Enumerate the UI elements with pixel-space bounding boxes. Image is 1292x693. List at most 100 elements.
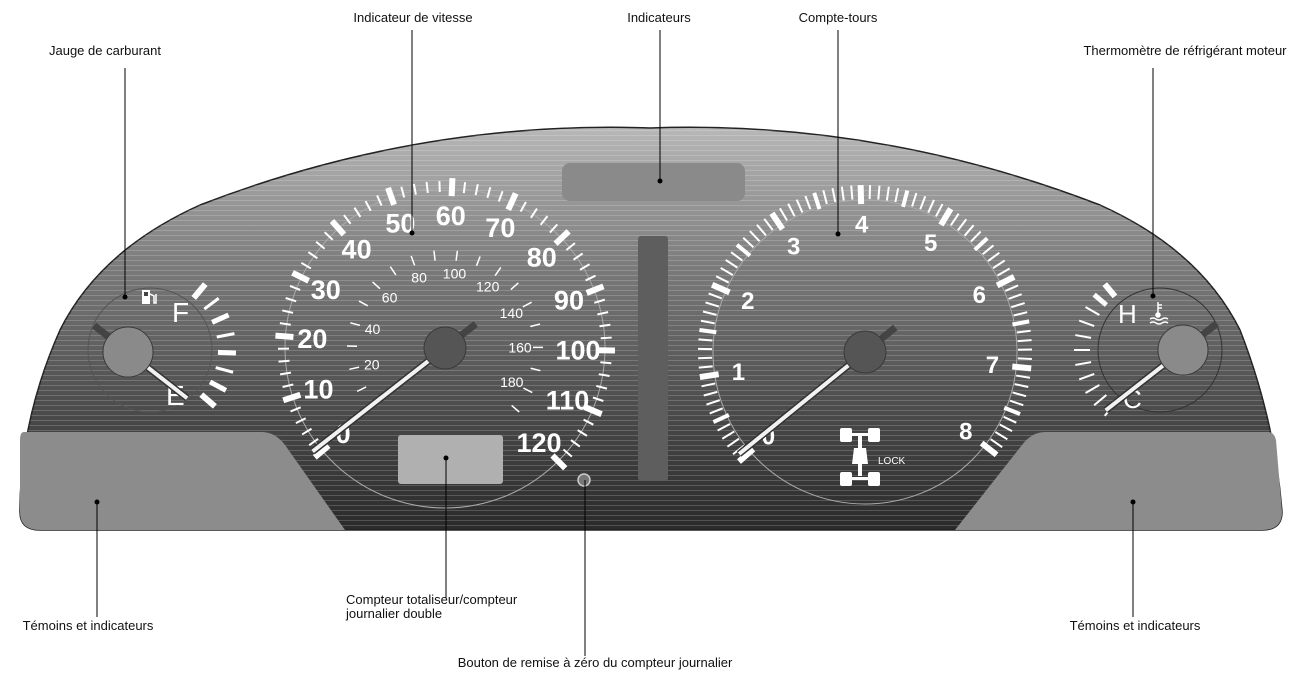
tach-minor-tick bbox=[911, 192, 918, 207]
speed-mph-label: 80 bbox=[527, 242, 557, 272]
speed-major-tick bbox=[553, 229, 571, 246]
tach-major-tick bbox=[736, 446, 756, 464]
tach-minor-tick bbox=[804, 195, 812, 210]
tach-minor-tick bbox=[919, 195, 927, 210]
callout-trip-reset: Bouton de remise à zéro du compteur jour… bbox=[458, 480, 733, 670]
tachometer-needle bbox=[736, 324, 898, 457]
speed-mph-label: 70 bbox=[485, 213, 515, 243]
tach-minor-tick bbox=[1003, 405, 1021, 416]
speed-minor-tick bbox=[577, 429, 588, 437]
speed-minor-tick bbox=[583, 418, 594, 426]
tach-minor-tick bbox=[742, 237, 755, 249]
fuel-pump-icon bbox=[142, 290, 157, 304]
tach-label: 5 bbox=[924, 230, 937, 257]
tach-minor-tick bbox=[997, 267, 1011, 277]
fuel-gauge-face bbox=[87, 287, 213, 413]
speed-major-tick bbox=[505, 192, 519, 212]
callout-warning-lights-left: Témoins et indicateurs bbox=[23, 499, 154, 633]
fuel-tick bbox=[217, 349, 237, 356]
speed-mph-label: 40 bbox=[342, 234, 372, 264]
callout-label: Compteur totaliseur/compteur bbox=[346, 592, 518, 607]
tach-minor-tick bbox=[1009, 399, 1024, 407]
callout-label: Jauge de carburant bbox=[49, 43, 161, 58]
speed-kmh-label: 40 bbox=[365, 321, 381, 337]
warning-lights-panel-right bbox=[955, 432, 1282, 530]
speed-minor-tick bbox=[278, 359, 290, 363]
speed-kmh-tick bbox=[372, 281, 381, 290]
tach-minor-tick bbox=[705, 301, 720, 308]
tach-major-tick bbox=[995, 274, 1016, 289]
fuel-tick bbox=[215, 366, 234, 374]
speed-minor-tick bbox=[282, 383, 294, 388]
temp-tick bbox=[1075, 334, 1092, 339]
tach-label: 2 bbox=[741, 288, 754, 315]
tach-label: 7 bbox=[986, 352, 999, 379]
speed-minor-tick bbox=[289, 284, 301, 291]
temp-tick bbox=[1102, 282, 1118, 299]
tach-minor-tick bbox=[970, 230, 982, 243]
speed-minor-tick bbox=[474, 184, 479, 196]
temp-tick bbox=[1092, 292, 1108, 307]
callout-fuel-gauge: Jauge de carburant bbox=[49, 43, 161, 300]
tach-minor-tick bbox=[725, 259, 738, 269]
tach-minor-tick bbox=[763, 218, 774, 231]
temp-tick bbox=[1075, 361, 1092, 366]
speed-minor-tick bbox=[462, 182, 467, 194]
speed-minor-tick bbox=[579, 263, 591, 271]
speed-kmh-tick bbox=[522, 301, 532, 308]
trip-reset-button[interactable] bbox=[577, 473, 591, 487]
tach-minor-tick bbox=[1016, 329, 1031, 334]
speed-kmh-label: 140 bbox=[500, 305, 524, 321]
tach-minor-tick bbox=[1013, 311, 1028, 317]
four-wheel-drive-lock-icon: LOCK bbox=[840, 428, 906, 486]
tach-minor-tick bbox=[698, 338, 713, 342]
speed-minor-tick bbox=[308, 437, 319, 446]
speed-minor-tick bbox=[290, 406, 302, 413]
speed-kmh-tick bbox=[530, 323, 541, 328]
tach-label: 3 bbox=[787, 233, 800, 260]
speed-mph-label: 120 bbox=[517, 428, 562, 458]
coolant-temperature-icon bbox=[1149, 302, 1169, 325]
speed-kmh-tick bbox=[511, 404, 520, 413]
temp-tick bbox=[1093, 394, 1108, 407]
tach-minor-tick bbox=[1008, 293, 1022, 300]
tach-minor-tick bbox=[1016, 374, 1031, 379]
tach-minor-tick bbox=[709, 407, 724, 415]
speed-minor-tick bbox=[279, 322, 291, 326]
speed-kmh-tick bbox=[349, 366, 360, 371]
tach-minor-tick bbox=[850, 185, 854, 200]
center-indicator-strip bbox=[638, 236, 668, 481]
speed-minor-tick bbox=[599, 323, 611, 328]
speed-kmh-tick bbox=[356, 386, 367, 393]
temp-gauge-face bbox=[1097, 287, 1223, 413]
speed-kmh-tick bbox=[494, 267, 502, 277]
speed-kmh-tick bbox=[350, 322, 361, 327]
speed-minor-tick bbox=[572, 252, 584, 261]
callout-label: Compte-tours bbox=[799, 10, 878, 25]
tach-minor-tick bbox=[701, 382, 716, 388]
tach-minor-tick bbox=[715, 275, 730, 284]
speed-kmh-tick bbox=[523, 387, 533, 394]
speed-kmh-tick bbox=[389, 266, 397, 276]
speed-major-tick bbox=[275, 332, 294, 340]
speed-minor-tick bbox=[594, 298, 606, 304]
speed-kmh-label: 160 bbox=[508, 340, 532, 356]
speed-mph-label: 90 bbox=[554, 286, 584, 316]
tach-minor-tick bbox=[699, 328, 717, 335]
tach-minor-tick bbox=[1003, 415, 1017, 424]
tach-minor-tick bbox=[831, 187, 837, 203]
temp-needle bbox=[1103, 320, 1220, 414]
speed-major-tick bbox=[448, 178, 456, 197]
speed-kmh-tick bbox=[433, 250, 436, 261]
speed-minor-tick bbox=[412, 183, 417, 195]
speed-major-tick bbox=[291, 270, 311, 284]
speed-minor-tick bbox=[301, 427, 313, 436]
tach-major-tick bbox=[769, 211, 785, 231]
speed-kmh-label: 20 bbox=[364, 356, 380, 372]
temp-tick bbox=[1078, 319, 1095, 327]
tach-minor-tick bbox=[957, 218, 968, 231]
fuel-full-label: F bbox=[172, 297, 189, 328]
speed-kmh-tick bbox=[455, 250, 459, 261]
warning-lights-panel-left bbox=[20, 432, 345, 530]
speed-mph-label: 110 bbox=[546, 386, 590, 416]
